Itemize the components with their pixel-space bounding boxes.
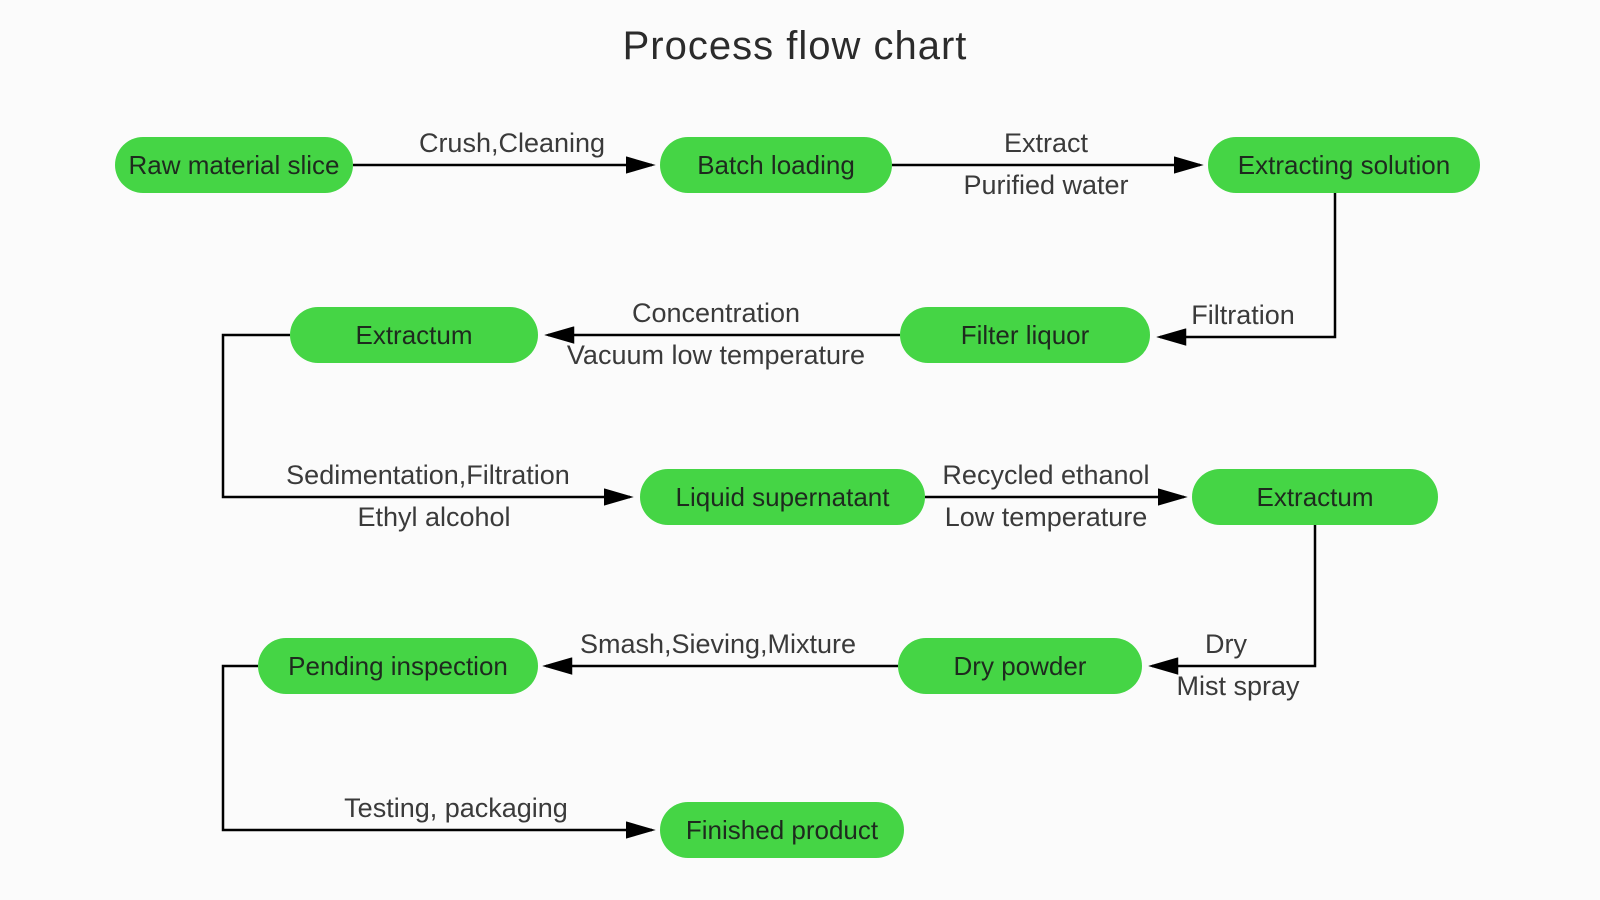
edge-label-sedimentation-filtration: Sedimentation,Filtration [286,459,570,490]
node-label: Extractum [355,319,473,350]
node-extractum-2: Extractum [1192,469,1438,525]
edge-label-dry: Dry [1205,628,1247,659]
node-raw-material-slice: Raw material slice [115,137,353,193]
edge-extractum-2-to-dry-powder [1148,525,1317,675]
node-label: Filter liquor [960,319,1090,350]
edge-pending-inspection-to-finished-product [221,664,656,839]
edge-label-mist-spray: Mist spray [1176,671,1300,701]
node-liquid-supernatant: Liquid supernatant [640,469,925,525]
node-finished-product: Finished product [660,802,904,858]
node-batch-loading: Batch loading [660,137,892,193]
edge-label-smash-sieving-mixture: Smash,Sieving,Mixture [579,628,857,659]
node-label: Extracting solution [1237,149,1451,180]
node-extractum-1: Extractum [290,307,538,363]
edge-extractum-1-to-liquid-supernatant [221,333,634,506]
node-label: Batch loading [697,149,855,180]
node-label: Extractum [1256,481,1374,512]
edge-label-low-temperature: Low temperature [944,502,1148,532]
page-title: Process flow chart [622,24,968,68]
node-filter-liquor: Filter liquor [900,307,1150,363]
edge-label-testing-packaging: Testing, packaging [344,792,568,823]
edge-label-recycled-ethanol: Recycled ethanol [942,459,1150,490]
edge-label-purified-water: Purified water [963,170,1129,200]
node-pending-inspection: Pending inspection [258,638,538,694]
edge-label-filtration: Filtration [1191,299,1295,330]
edge-label-concentration: Concentration [631,297,801,328]
edge-extracting-solution-to-filter-liquor [1156,193,1337,346]
node-label: Finished product [685,814,879,845]
node-label: Liquid supernatant [675,481,890,512]
edge-label-ethyl-alcohol: Ethyl alcohol [357,502,511,532]
node-label: Pending inspection [288,650,508,681]
edge-label-crush-cleaning: Crush,Cleaning [418,127,606,158]
node-extracting-solution: Extracting solution [1208,137,1480,193]
edge-label-vacuum-low-temperature: Vacuum low temperature [566,340,866,370]
node-dry-powder: Dry powder [898,638,1142,694]
node-label: Raw material slice [128,149,340,180]
edge-label-extract: Extract [1003,127,1089,158]
node-label: Dry powder [953,650,1087,681]
